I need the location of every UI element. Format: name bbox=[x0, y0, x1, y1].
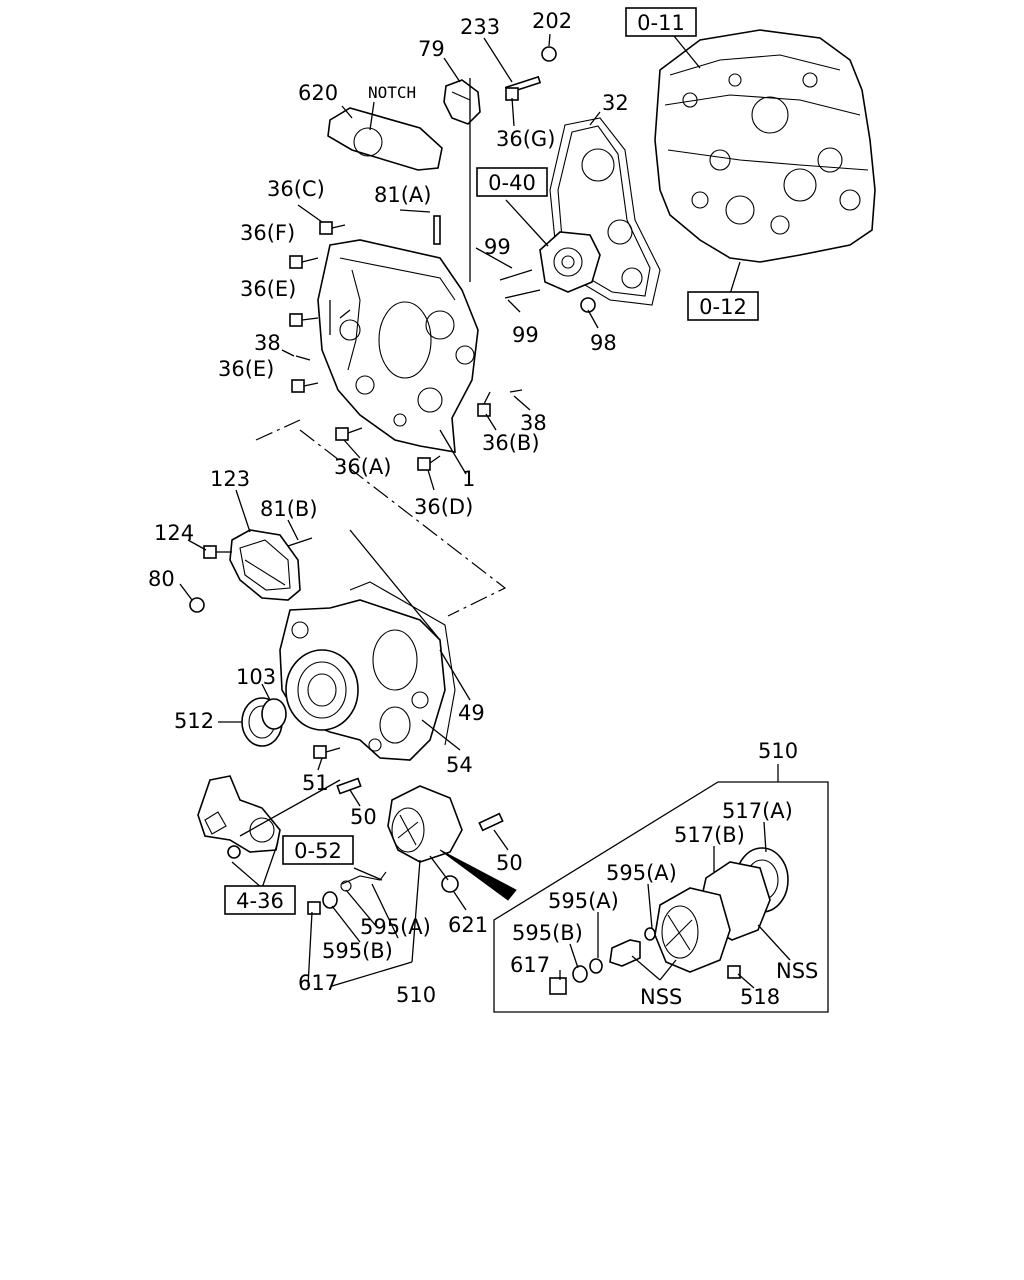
callout-50a: 50 bbox=[350, 805, 377, 829]
leaders-mid bbox=[179, 300, 509, 851]
svg-text:0-12: 0-12 bbox=[699, 295, 747, 319]
callout-617-lower: 617 bbox=[298, 971, 338, 995]
ref-box-0-52[interactable]: 0-52 bbox=[282, 835, 354, 865]
callout-38b: 38 bbox=[520, 411, 547, 435]
svg-text:4-36: 4-36 bbox=[236, 889, 284, 913]
callout-36g: 36(G) bbox=[496, 127, 555, 151]
callout-36a: 36(A) bbox=[334, 455, 391, 479]
callouts: 233 202 79 620 32 36(G) 36(C) 81(A) 36(F… bbox=[148, 9, 818, 1009]
vacuum-pump-left bbox=[197, 775, 341, 889]
callout-80: 80 bbox=[148, 567, 175, 591]
ref-box-4-36[interactable]: 4-36 bbox=[224, 885, 296, 915]
svg-text:0-40: 0-40 bbox=[488, 171, 536, 195]
callout-510-lower: 510 bbox=[396, 983, 436, 1007]
callout-54: 54 bbox=[446, 753, 473, 777]
callout-99b: 99 bbox=[512, 323, 539, 347]
callout-595b-box: 595(B) bbox=[512, 921, 583, 945]
callout-49: 49 bbox=[458, 701, 485, 725]
callout-36f: 36(F) bbox=[240, 221, 295, 245]
callout-99a: 99 bbox=[484, 235, 511, 259]
alignment-line-2 bbox=[299, 429, 507, 617]
callout-595a-box1: 595(A) bbox=[606, 861, 677, 885]
callout-98: 98 bbox=[590, 331, 617, 355]
callout-517a: 517(A) bbox=[722, 799, 793, 823]
pump-unit bbox=[539, 231, 601, 313]
callout-620: 620 bbox=[298, 81, 338, 105]
callout-36e-a: 36(E) bbox=[240, 277, 296, 301]
callout-595a-lower: 595(A) bbox=[360, 915, 431, 939]
engine-block bbox=[654, 29, 876, 263]
callout-1: 1 bbox=[462, 467, 475, 491]
callout-nss-center: NSS bbox=[640, 985, 682, 1009]
bolts-upper bbox=[289, 46, 557, 471]
notch-label: NOTCH bbox=[368, 83, 416, 102]
ref-box-0-12[interactable]: 0-12 bbox=[687, 291, 759, 321]
callout-51: 51 bbox=[302, 771, 329, 795]
bracket-79 bbox=[443, 79, 481, 125]
callout-617-box: 617 bbox=[510, 953, 550, 977]
callout-50b: 50 bbox=[496, 851, 523, 875]
callout-79: 79 bbox=[418, 37, 445, 61]
leaders-lower-left bbox=[307, 859, 467, 987]
svg-text:0-11: 0-11 bbox=[637, 11, 685, 35]
front-cover bbox=[279, 581, 456, 761]
callout-233: 233 bbox=[460, 15, 500, 39]
callout-81b: 81(B) bbox=[260, 497, 318, 521]
seal-512 bbox=[241, 697, 287, 747]
callout-518: 518 bbox=[740, 985, 780, 1009]
callout-32: 32 bbox=[602, 91, 629, 115]
callout-36c: 36(C) bbox=[267, 177, 325, 201]
callout-595a-box2: 595(A) bbox=[548, 889, 619, 913]
callout-124: 124 bbox=[154, 521, 194, 545]
ref-box-0-40[interactable]: 0-40 bbox=[476, 167, 548, 197]
callout-38a: 38 bbox=[254, 331, 281, 355]
callout-36d: 36(D) bbox=[414, 495, 473, 519]
detail-box bbox=[493, 764, 829, 1013]
callout-103: 103 bbox=[236, 665, 276, 689]
bolts-lower bbox=[313, 745, 504, 893]
ref-box-0-11[interactable]: 0-11 bbox=[625, 7, 697, 37]
callout-510-detail: 510 bbox=[758, 739, 798, 763]
callout-36e-b: 36(E) bbox=[218, 357, 274, 381]
callout-202: 202 bbox=[532, 9, 572, 33]
timing-case bbox=[317, 239, 479, 453]
callout-36b: 36(B) bbox=[482, 431, 540, 455]
vacuum-pump-center bbox=[307, 785, 517, 915]
plate-620 bbox=[327, 107, 443, 171]
callout-595b-lower: 595(B) bbox=[322, 939, 393, 963]
callout-621: 621 bbox=[448, 913, 488, 937]
callout-81a: 81(A) bbox=[374, 183, 431, 207]
callout-517b: 517(B) bbox=[674, 823, 745, 847]
svg-text:0-52: 0-52 bbox=[294, 839, 342, 863]
callout-512: 512 bbox=[174, 709, 214, 733]
gear-case-gasket bbox=[549, 117, 661, 306]
pump-cover-123 bbox=[189, 529, 313, 613]
callout-nss-right: NSS bbox=[776, 959, 818, 983]
leaders-top bbox=[281, 33, 741, 491]
callout-123: 123 bbox=[210, 467, 250, 491]
alignment-line-1 bbox=[255, 419, 301, 441]
